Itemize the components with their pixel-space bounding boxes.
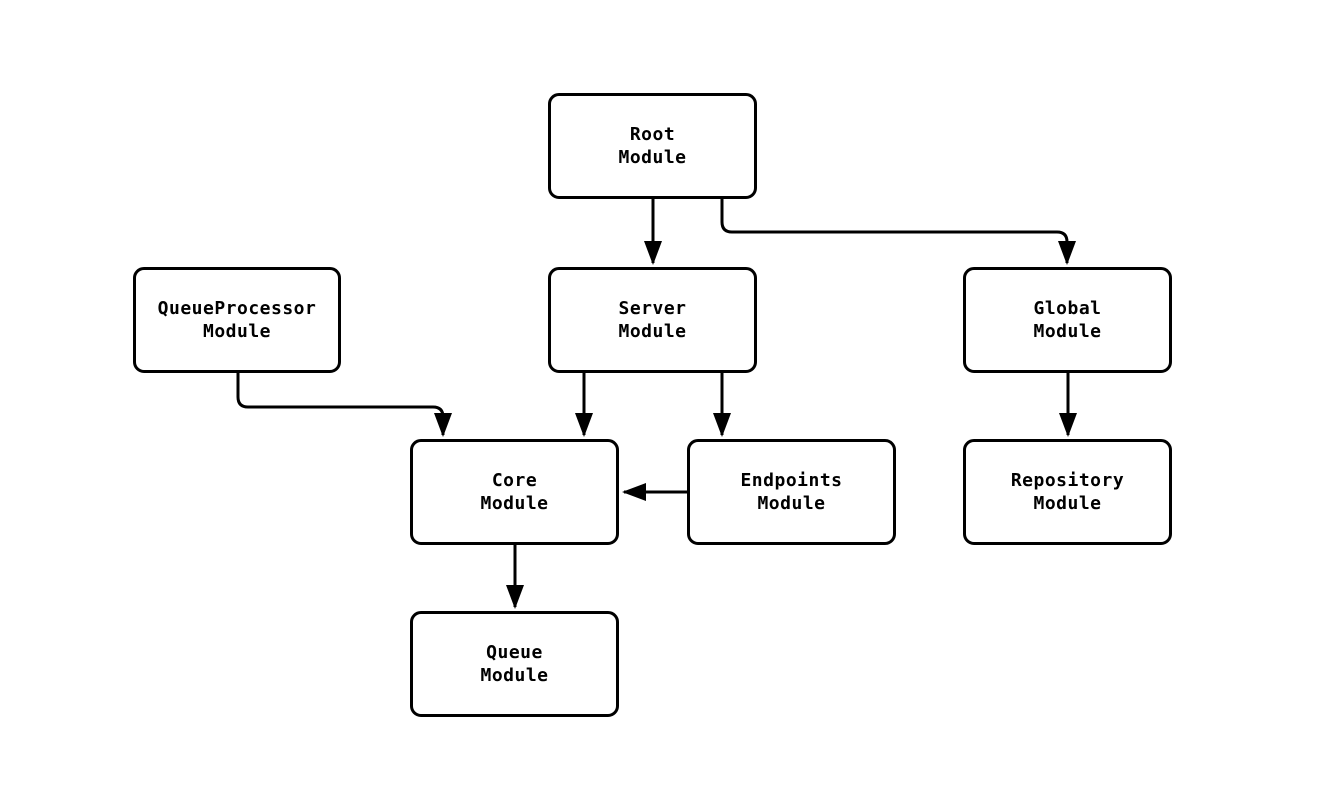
- node-queueprocessor-module: QueueProcessor Module: [133, 267, 341, 373]
- edge-root-to-global: [720, 199, 1076, 265]
- node-endpoints-module: Endpoints Module: [687, 439, 896, 545]
- edge-queueprocessor-to-core: [236, 373, 452, 437]
- node-global-module: Global Module: [963, 267, 1172, 373]
- node-core-module: Core Module: [410, 439, 619, 545]
- node-queue-module: Queue Module: [410, 611, 619, 717]
- node-server-module: Server Module: [548, 267, 757, 373]
- node-repository-module: Repository Module: [963, 439, 1172, 545]
- node-root-module: Root Module: [548, 93, 757, 199]
